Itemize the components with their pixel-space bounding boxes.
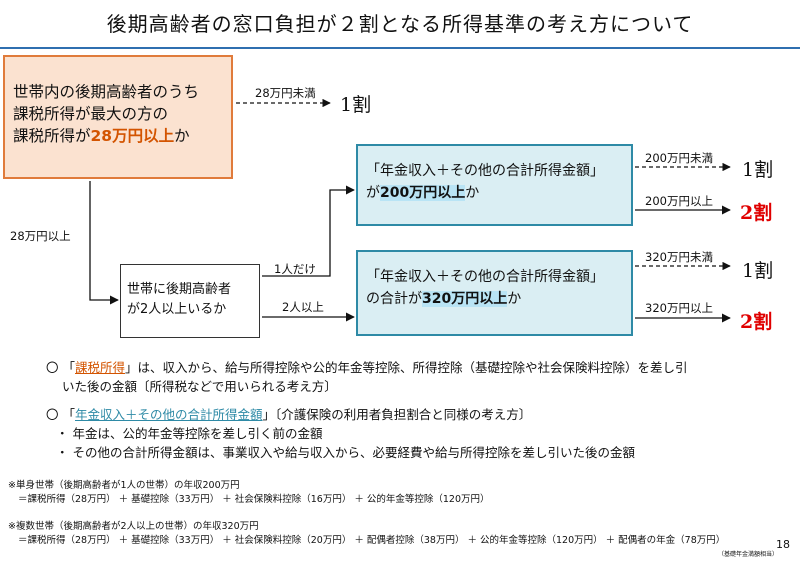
multi-line2: の合計が320万円以上か [366,288,631,310]
multi-box: 「年金収入＋その他の合計所得金額」 の合計が320万円以上か [356,250,633,336]
note2-quote: 「 [62,407,76,422]
multi-threshold: 320万円以上 [422,291,508,307]
step2-line1: 世帯に後期高齢者 [127,282,232,297]
note1-term: 課税所得 [75,360,126,375]
multi-above-label: 320万円以上 [645,301,713,315]
single-above-result: 2割 [740,202,773,224]
footnote2-line2: ＝課税所得（28万円） ＋ 基礎控除（33万円） ＋ 社会保険料控除（20万円）… [18,535,726,546]
step1-no-result: 1割 [340,94,372,116]
single-above-label: 200万円以上 [645,194,713,208]
step2-two-label: 2人以上 [282,300,324,314]
note-pension-income: 〇 「年金収入＋その他の合計所得金額」〔介護保険の利用者負担割合と同様の考え方〕 [46,405,531,424]
multi-line1: 「年金収入＋その他の合計所得金額」 [366,269,604,285]
arrow-step2-one [262,185,355,277]
step1-line3-prefix: 課税所得が [13,127,91,145]
note1-quote: 「 [62,360,76,375]
title-divider [0,47,800,49]
step1-no-label: 28万円未満 [255,86,316,100]
multi-above-result: 2割 [740,311,773,333]
single-below-result: 1割 [742,159,774,181]
arrow-step1-yes [89,181,119,305]
footnote1-line2: ＝課税所得（28万円） ＋ 基礎控除（33万円） ＋ 社会保険料控除（16万円）… [18,494,490,505]
note1-rest: 」は、収入から、給与所得控除や公的年金等控除、所得控除（基礎控除や社会保険料控除… [125,360,688,375]
single-line1: 「年金収入＋その他の合計所得金額」 [366,163,604,179]
note2-marker: 〇 [46,407,59,422]
step1-yes-label: 28万円以上 [10,229,71,243]
single-threshold: 200万円以上 [380,185,466,201]
note1-marker: 〇 [46,360,59,375]
footnote1-line1: ※単身世帯（後期高齢者が1人の世帯）の年収200万円 [8,480,240,491]
step1-line2: 課税所得が最大の方の [13,105,169,123]
single-line2-suffix: か [465,185,480,201]
page-title: 後期高齢者の窓口負担が２割となる所得基準の考え方について [106,12,694,36]
single-line2-prefix: が [366,185,380,201]
step1-line3-suffix: か [174,127,190,145]
step1-line1: 世帯内の後期高齢者のうち [13,83,200,101]
note2-bullet1: ・ 年金は、公的年金等控除を差し引く前の金額 [56,426,323,441]
single-below-label: 200万円未満 [645,151,713,165]
note1-line2: いた後の金額〔所得税などで用いられる考え方〕 [62,379,337,394]
note2-bullet2: ・ その他の合計所得金額は、事業収入や給与収入から、必要経費や給与所得控除を差し… [56,445,635,460]
step1-line3: 課税所得が28万円以上か [13,125,231,147]
step1-box: 世帯内の後期高齢者のうち 課税所得が最大の方の 課税所得が28万円以上か [3,55,233,179]
multi-line2-suffix: か [507,291,522,307]
step2-line2: が2人以上いるか [127,302,227,317]
single-box: 「年金収入＋その他の合計所得金額」 が200万円以上か [356,144,633,226]
multi-below-label: 320万円未満 [645,250,713,264]
step1-threshold: 28万円以上 [90,127,175,145]
step2-one-label: 1人だけ [274,262,316,276]
footnote2-line1: ※複数世帯（後期高齢者が2人以上の世帯）の年収320万円 [8,521,259,532]
note2-term: 年金収入＋その他の合計所得金額 [75,407,263,422]
footnote2-small: （基礎年金満額相当） [718,551,779,558]
multi-below-result: 1割 [742,260,774,282]
note-taxable-income: 〇 「課税所得」は、収入から、給与所得控除や公的年金等控除、所得控除（基礎控除や… [46,358,688,377]
step2-box: 世帯に後期高齢者 が2人以上いるか [120,264,260,338]
single-line2: が200万円以上か [366,182,631,204]
note2-rest: 」〔介護保険の利用者負担割合と同様の考え方〕 [262,407,532,422]
page-number: 18 [776,538,790,551]
multi-line2-prefix: の合計が [366,291,422,307]
